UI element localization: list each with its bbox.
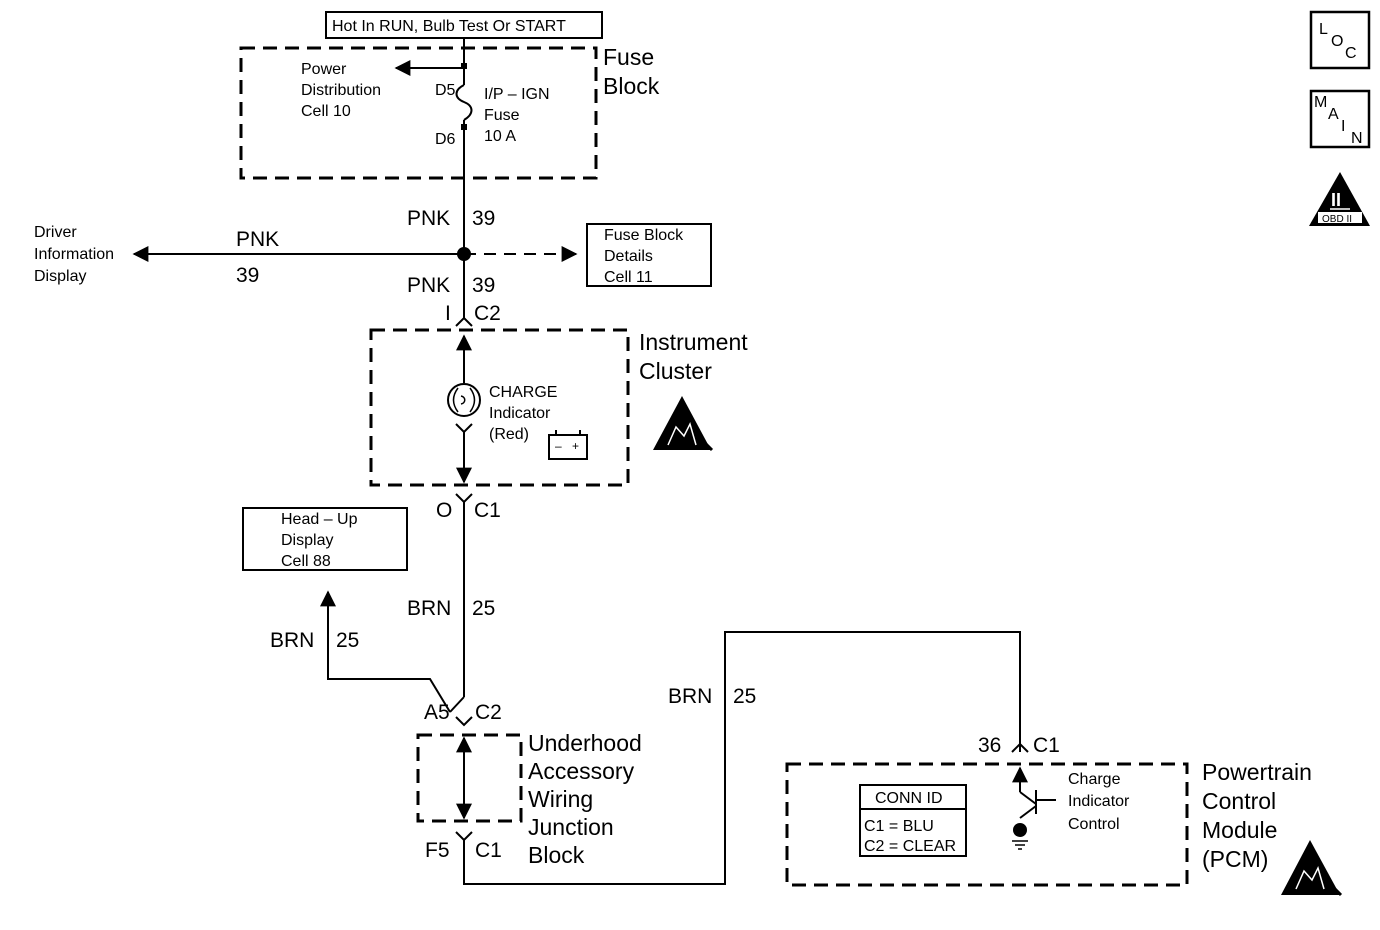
pnk-label-lower: PNK xyxy=(407,274,450,297)
charge-bulb-icon xyxy=(447,383,481,417)
fuse-symbol xyxy=(455,84,473,121)
fuse-details-1: Fuse Block xyxy=(604,227,684,244)
svg-text:N: N xyxy=(1351,130,1363,147)
pnk-circuit-upper: 39 xyxy=(472,207,495,230)
power-dist-1: Power xyxy=(301,61,347,78)
junction-conn-top: C2 xyxy=(475,701,502,724)
svg-text:M: M xyxy=(1314,94,1327,111)
cluster-conn-bottom: C1 xyxy=(474,499,501,522)
connector-c1-symbol xyxy=(455,493,473,504)
driver-info-2: Information xyxy=(34,246,114,263)
fuse-name-1: I/P – IGN xyxy=(484,86,550,103)
svg-text:+: + xyxy=(572,439,579,453)
junction-pin-bottom: F5 xyxy=(425,839,450,862)
junction-pin-top: A5 xyxy=(424,701,450,724)
brn-label-left: BRN xyxy=(270,629,314,652)
svg-text:C: C xyxy=(1345,45,1357,62)
svg-text:I: I xyxy=(1341,118,1345,135)
loc-badge-icon: L O C xyxy=(1309,10,1371,70)
driver-info-3: Display xyxy=(34,268,86,285)
pcm-title-2: Control xyxy=(1202,788,1276,814)
fuse-block-title-1: Fuse xyxy=(603,44,654,70)
pnk-circuit-lower: 39 xyxy=(472,274,495,297)
charge-indicator-2: Indicator xyxy=(489,405,551,422)
svg-text:OBD II: OBD II xyxy=(1322,214,1352,225)
cluster-conn-top: C2 xyxy=(474,302,501,325)
pcm: 36 C1 Powertrain Control Module (PCM) Ch… xyxy=(785,734,1343,897)
junction-title-2: Accessory xyxy=(528,758,635,784)
cluster-pin-top: I xyxy=(445,302,451,325)
fuse-details-2: Details xyxy=(604,248,653,265)
fuse-name-3: 10 A xyxy=(484,128,516,145)
pnk-label-upper: PNK xyxy=(407,207,450,230)
driver-information-display: Driver Information Display xyxy=(34,224,114,285)
pcm-title-1: Powertrain xyxy=(1202,759,1312,785)
brn-label-upper: BRN xyxy=(407,597,451,620)
junction-title-1: Underhood xyxy=(528,730,642,756)
junction-title-4: Junction xyxy=(528,814,614,840)
fuse-block: Fuse Block Power Distribution Cell 10 D5… xyxy=(239,38,660,180)
fuse-block-details-box: Fuse Block Details Cell 11 xyxy=(586,223,712,287)
battery-icon: – + xyxy=(548,430,588,460)
main-badge-icon: M A I N xyxy=(1309,89,1371,149)
conn-id-c2: C2 = CLEAR xyxy=(864,838,956,855)
pcm-title-3: Module xyxy=(1202,817,1277,843)
head-up-display-box: Head – Up Display Cell 88 xyxy=(242,507,408,571)
head-up-2: Display xyxy=(281,532,333,549)
pnk-circuit-left: 39 xyxy=(236,264,259,287)
charge-indicator-1: CHARGE xyxy=(489,384,557,401)
brn-circuit-left: 25 xyxy=(336,629,359,652)
ground-icon xyxy=(1012,840,1028,850)
fuse-pin-d5: D5 xyxy=(435,82,456,99)
cluster-title-1: Instrument xyxy=(639,329,748,355)
esd-warning-icon xyxy=(653,396,714,452)
charge-indicator-3: (Red) xyxy=(489,426,529,443)
brn-circuit-lower: 25 xyxy=(733,685,756,708)
cluster-title-2: Cluster xyxy=(639,358,712,384)
instrument-cluster: I C2 Instrument Cluster CHARGE Indicator… xyxy=(369,302,748,522)
obd-ii-icon: II OBD II xyxy=(1309,172,1370,226)
cluster-pin-bottom: O xyxy=(436,499,452,522)
brn-label-lower: BRN xyxy=(668,685,712,708)
head-up-1: Head – Up xyxy=(281,511,358,528)
control-2: Indicator xyxy=(1068,793,1130,810)
power-source-label: Hot In RUN, Bulb Test Or START xyxy=(325,11,603,39)
power-label-text: Hot In RUN, Bulb Test Or START xyxy=(332,18,566,35)
driver-info-1: Driver xyxy=(34,224,77,241)
brn-circuit-upper: BRN 25 BRN 25 xyxy=(270,502,495,713)
pcm-conn: C1 xyxy=(1033,734,1060,757)
fuse-name-2: Fuse xyxy=(484,107,520,124)
power-dist-2: Distribution xyxy=(301,82,381,99)
pcm-pin: 36 xyxy=(978,734,1001,757)
svg-text:O: O xyxy=(1331,33,1343,50)
esd-warning-icon xyxy=(1281,840,1343,897)
pcm-connector-symbol xyxy=(1011,742,1029,753)
svg-text:II: II xyxy=(1331,190,1341,210)
conn-id-header: CONN ID xyxy=(875,790,943,807)
pnk-circuit: PNK 39 PNK 39 PNK 39 xyxy=(132,178,578,318)
brn-circuit-lower: BRN 25 xyxy=(463,631,1021,885)
svg-text:–: – xyxy=(555,439,562,453)
fuse-pin-d6: D6 xyxy=(435,131,456,148)
svg-text:L: L xyxy=(1319,21,1328,38)
junction-block: A5 C2 F5 C1 Underhood Accessory Wiring J… xyxy=(416,701,642,868)
pnk-label-left: PNK xyxy=(236,228,279,251)
svg-text:A: A xyxy=(1328,106,1339,123)
ground-dot xyxy=(1013,823,1027,837)
junction-conn-bottom: C1 xyxy=(475,839,502,862)
junction-title-3: Wiring xyxy=(528,786,593,812)
conn-id-c1: C1 = BLU xyxy=(864,818,934,835)
connector-c2-symbol xyxy=(455,316,473,327)
pcm-title-4: (PCM) xyxy=(1202,846,1268,872)
junction-title-5: Block xyxy=(528,842,585,868)
head-up-3: Cell 88 xyxy=(281,553,331,570)
fuse-block-title-2: Block xyxy=(603,73,660,99)
power-dist-3: Cell 10 xyxy=(301,103,351,120)
brn-circuit-upper: 25 xyxy=(472,597,495,620)
control-1: Charge xyxy=(1068,771,1121,788)
fuse-details-3: Cell 11 xyxy=(604,269,653,286)
control-3: Control xyxy=(1068,816,1120,833)
conn-id-table: CONN ID C1 = BLU C2 = CLEAR xyxy=(859,784,967,857)
